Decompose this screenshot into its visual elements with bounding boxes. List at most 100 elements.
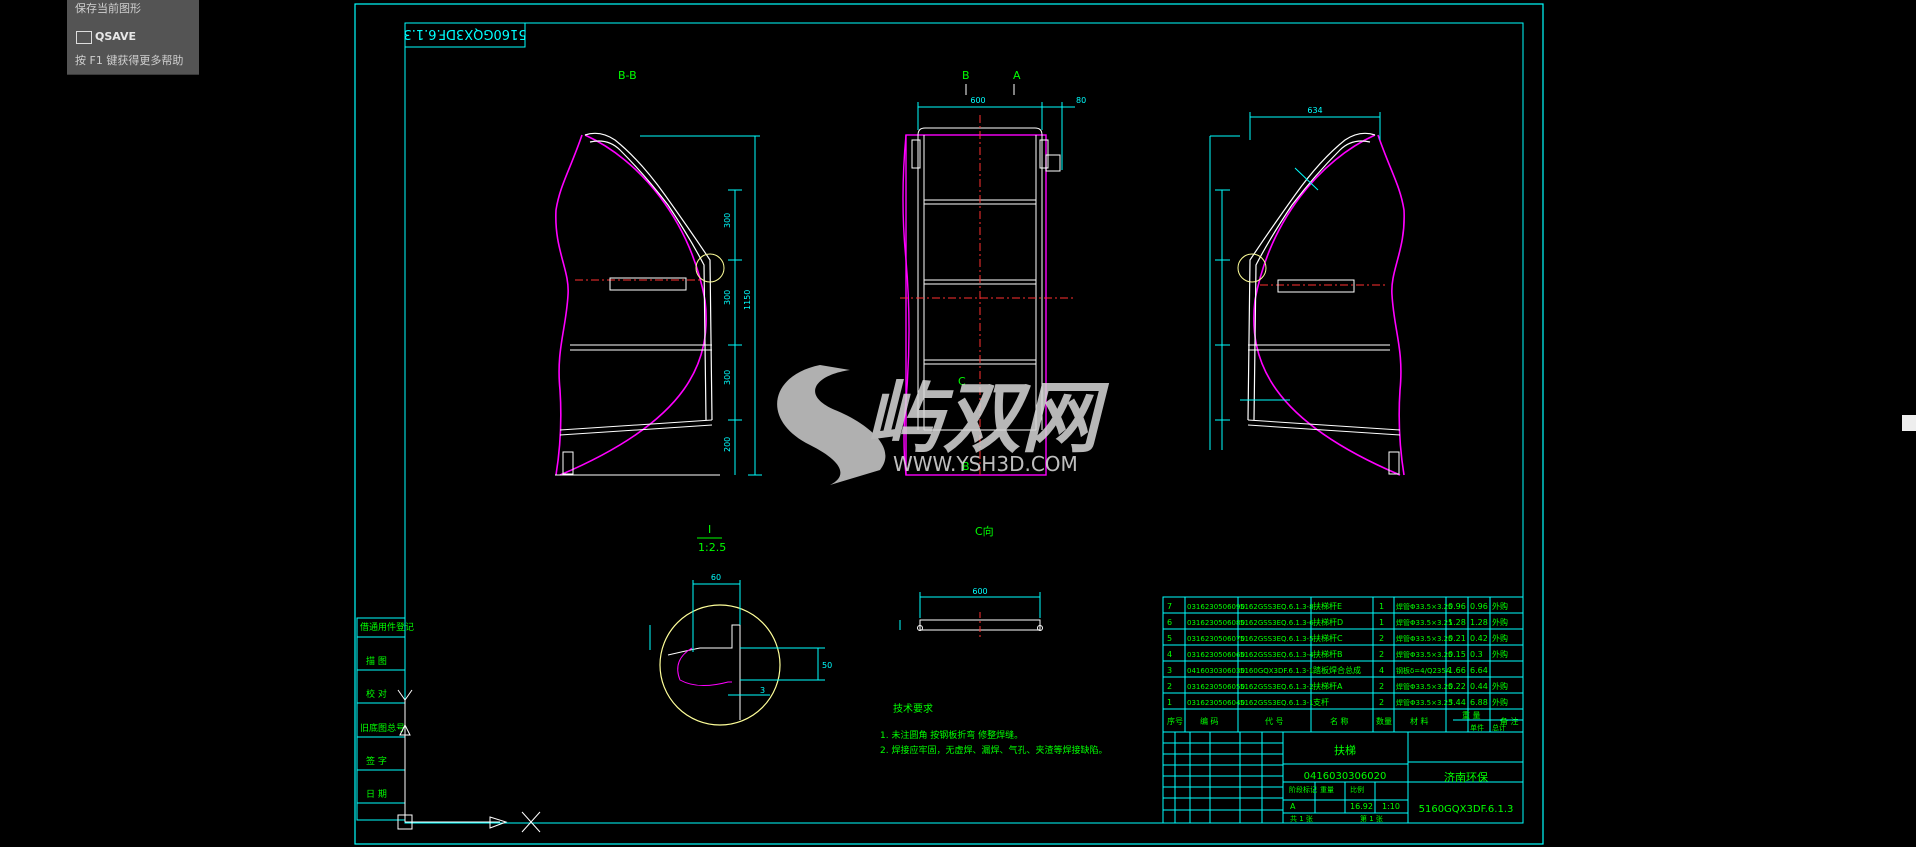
- bom-cell-unit: 1.66: [1448, 666, 1466, 675]
- dim-detail-side: 50: [822, 661, 832, 670]
- bom-cell-code: 0316230506060: [1187, 651, 1245, 659]
- watermark: 屿双网 WWW.YSH3D.COM: [777, 365, 1110, 485]
- bom-cell-note: 外购: [1492, 633, 1508, 643]
- bom-cell-material: 焊管Φ33.5×3.25: [1396, 602, 1453, 611]
- right-view: [1209, 112, 1405, 476]
- bom-header-qty: 数量: [1376, 716, 1392, 726]
- title-block: [1162, 731, 1524, 824]
- bom-cell-drawing: 5160GQX3DF.6.1.3-1: [1240, 667, 1313, 675]
- bom-cell-material: 钢板δ=4/Q235A: [1396, 666, 1451, 675]
- save-icon: [76, 31, 92, 44]
- tooltip-command: QSAVE: [95, 30, 137, 43]
- detail-label: I: [708, 523, 711, 536]
- bom-header-code: 编 码: [1200, 716, 1219, 726]
- title-part-name: 扶梯: [1334, 743, 1356, 757]
- tech-requirement-1: 1. 未注圆角 按钢板折弯 修整焊缝。: [880, 729, 1023, 741]
- bom-cell-no: 7: [1167, 602, 1172, 611]
- view-mark-b-bottom: B: [962, 460, 970, 473]
- bom-cell-no: 6: [1167, 618, 1172, 627]
- bom-cell-code: 0416030306030: [1187, 667, 1245, 675]
- bom-cell-material: 焊管Φ33.5×3.25: [1396, 698, 1453, 707]
- view-label-bb: B-B: [618, 69, 637, 82]
- bom-cell-drawing: 5162GSS3EQ.6.1.3-5: [1240, 635, 1314, 643]
- command-tooltip: 保存当前图形 QSAVE 按 F1 键获得更多帮助: [67, 0, 199, 75]
- bom-cell-unit: 0.96: [1448, 602, 1466, 611]
- bom-cell-no: 2: [1167, 682, 1172, 691]
- dim-height-total: 1150: [743, 290, 752, 310]
- bom-cell-drawing: 5162GSS3EQ.6.1.3-4: [1240, 651, 1314, 659]
- bom-cell-material: 焊管Φ33.5×3.25: [1396, 682, 1453, 691]
- bom-cell-material: 焊管Φ33.5×3.25: [1396, 634, 1453, 643]
- bom-cell-total: 6.64: [1470, 666, 1488, 675]
- bom-cell-total: 0.42: [1470, 634, 1488, 643]
- title-company: 济南环保: [1444, 770, 1488, 784]
- bom-header-weight: 重 量: [1462, 710, 1481, 720]
- bom-cell-qty: 2: [1379, 682, 1384, 691]
- dim-left-seg4: 200: [723, 437, 732, 452]
- left-view-bb: [555, 132, 762, 476]
- stamp-label-1: 借通用件登记: [360, 621, 414, 633]
- bom-cell-total: 1.28: [1470, 618, 1488, 627]
- title-weight: 16.92: [1350, 802, 1373, 811]
- bom-cell-name: 支杆: [1313, 697, 1329, 707]
- bom-header-note: 备 注: [1500, 716, 1519, 726]
- dim-right-width: 634: [1307, 106, 1322, 115]
- tooltip-help-hint: 按 F1 键获得更多帮助: [75, 54, 184, 67]
- outer-frame: [354, 3, 1544, 845]
- bom-cell-drawing: 5162GSS3EQ.6.1.3-1: [1240, 699, 1314, 707]
- bom-cell-no: 5: [1167, 634, 1172, 643]
- tech-requirement-2: 2. 焊接应牢固，无虚焊、漏焊、气孔、夹渣等焊接缺陷。: [880, 744, 1107, 756]
- inner-frame: [404, 22, 1524, 824]
- bom-cell-qty: 2: [1379, 698, 1384, 707]
- tooltip-description: 保存当前图形: [75, 2, 141, 15]
- scrollbar-thumb[interactable]: [1902, 415, 1916, 431]
- bom-cell-qty: 1: [1379, 602, 1384, 611]
- bom-cell-code: 0316230506040: [1187, 699, 1245, 707]
- view-mark-b: B: [962, 69, 970, 82]
- bom-header-no: 序号: [1167, 716, 1183, 726]
- bom-cell-note: 外购: [1492, 601, 1508, 611]
- detail-view-i: [649, 580, 825, 726]
- bom-cell-note: 外购: [1492, 681, 1508, 691]
- bom-cell-code: 0316230506090: [1187, 603, 1245, 611]
- front-view: [900, 102, 1075, 476]
- bom-weight-unit: 单件: [1470, 723, 1484, 732]
- bom-cell-material: 焊管Φ33.5×3.25: [1396, 650, 1453, 659]
- drawing-number-stamp: [404, 22, 526, 48]
- bom-cell-drawing: 5162GSS3EQ.6.1.3-6: [1240, 619, 1314, 627]
- title-sheet: 第 1 张: [1360, 814, 1383, 823]
- bom-cell-unit: 0.15: [1448, 650, 1466, 659]
- title-sheets: 共 1 张: [1290, 814, 1313, 823]
- stamp-text: 5160GQX3DF.6.1.3: [403, 26, 526, 41]
- bom-cell-note: 外购: [1492, 697, 1508, 707]
- bom-cell-qty: 2: [1379, 634, 1384, 643]
- dim-detail-width: 60: [711, 573, 721, 582]
- bom-header-material: 材 料: [1410, 716, 1429, 726]
- bom-cell-material: 焊管Φ33.5×3.25: [1396, 618, 1453, 627]
- view-mark-c: C: [958, 375, 966, 388]
- dim-left-seg2: 300: [723, 290, 732, 305]
- dim-detail-small: 3: [760, 686, 765, 695]
- bom-cell-code: 0316230506050: [1187, 683, 1245, 691]
- bom-cell-code: 0316230506080: [1187, 619, 1245, 627]
- bom-table: [1162, 596, 1524, 733]
- stamp-label-3: 校 对: [366, 688, 387, 700]
- bom-cell-no: 3: [1167, 666, 1172, 675]
- title-part-code: 0416030306020: [1304, 771, 1387, 782]
- bom-cell-name: 扶梯杆E: [1313, 601, 1342, 611]
- view-mark-a: A: [1013, 69, 1021, 82]
- watermark-url: WWW.YSH3D.COM: [893, 452, 1078, 476]
- stamp-label-2: 描 图: [366, 655, 387, 667]
- bom-cell-qty: 2: [1379, 650, 1384, 659]
- stamp-label-6: 日 期: [366, 789, 387, 800]
- bom-cell-drawing: 5162GSS3EQ.6.1.3-2: [1240, 683, 1314, 691]
- dim-front-offset: 80: [1076, 96, 1086, 105]
- title-label-weight: 重量: [1320, 786, 1334, 794]
- detail-scale: 1:2.5: [698, 541, 726, 554]
- ucs-icon: [397, 689, 541, 833]
- title-drawing-number: 5160GQX3DF.6.1.3: [1419, 804, 1514, 815]
- bom-cell-qty: 1: [1379, 618, 1384, 627]
- bom-cell-unit: 0.21: [1448, 634, 1466, 643]
- dim-left-seg1: 300: [723, 213, 732, 228]
